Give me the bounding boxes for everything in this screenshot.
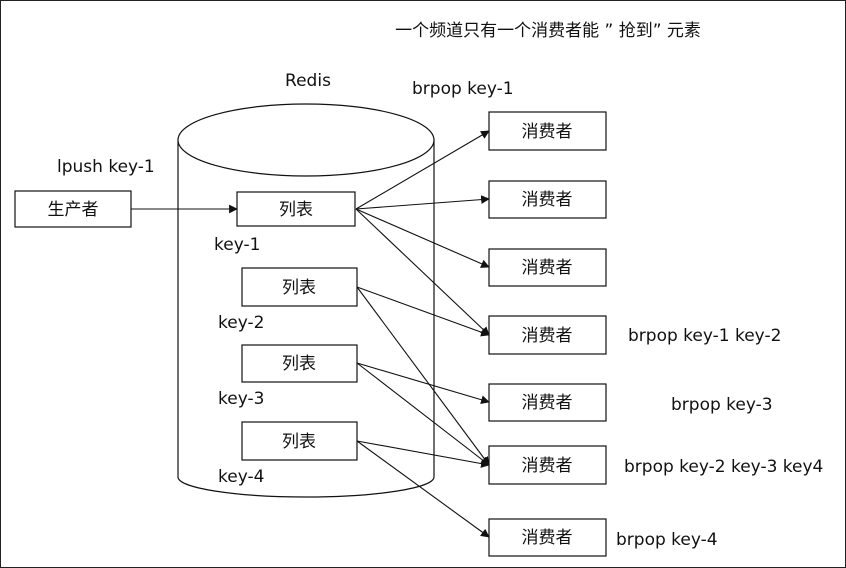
list-label: 列表 (279, 200, 313, 220)
redis-cylinder (177, 103, 435, 498)
edges (131, 130, 490, 538)
list-label: 列表 (282, 354, 316, 374)
consumer-box (488, 180, 607, 219)
consumer-node-2: 消费者 (488, 180, 607, 219)
consumer-label: 消费者 (522, 258, 573, 278)
edge-list-4-consumer-7 (356, 440, 490, 538)
consumer-label: 消费者 (522, 393, 573, 413)
consumer-box (488, 445, 607, 485)
consumer-label: 消费者 (522, 456, 573, 476)
consumer-node-5: 消费者 (488, 383, 607, 422)
list-box (236, 191, 356, 227)
consumer-box (488, 383, 607, 422)
consumer-box (488, 518, 607, 557)
edge-list-4-consumer-6 (356, 440, 490, 468)
consumer-node-7: 消费者 (488, 518, 607, 557)
producer-command: lpush key-1 (57, 157, 155, 177)
cylinder-top (177, 103, 435, 177)
consumer-command: brpop key-4 (616, 530, 718, 550)
producer-node: 生产者 (14, 190, 132, 228)
cylinder-body (177, 140, 435, 498)
list-label: 列表 (282, 432, 316, 452)
consumer-label: 消费者 (522, 528, 573, 548)
list-label: 列表 (282, 278, 316, 298)
list-key-label: key-1 (214, 235, 260, 255)
consumer-label: 消费者 (522, 190, 573, 210)
list-box (241, 267, 358, 307)
list-key-label: key-4 (218, 467, 264, 487)
consumer-node-1: 消费者 (488, 111, 607, 151)
edge-list-2-consumer-4 (356, 286, 490, 337)
edge-list-2-consumer-6 (356, 286, 490, 466)
consumer-node-6: 消费者 (488, 445, 607, 485)
producer-box (14, 190, 132, 228)
edge-list-1-consumer-2 (355, 195, 490, 210)
diagram-title: 一个频道只有一个消费者能 ” 抢到” 元素 (395, 21, 701, 41)
consumer-node-4: 消费者 (488, 315, 607, 355)
consumer-command: brpop key-1 key-2 (628, 326, 781, 346)
consumer-node-3: 消费者 (488, 248, 607, 287)
consumer-command: brpop key-2 key-3 key4 (624, 457, 823, 477)
consumer-box (488, 111, 607, 151)
list-node-3: 列表 (241, 344, 358, 383)
edge-list-1-consumer-1 (355, 130, 490, 210)
list-key-label: key-2 (218, 313, 264, 333)
list-key-label: key-3 (218, 389, 264, 409)
consumer-box (488, 248, 607, 287)
producer-label: 生产者 (48, 200, 99, 220)
list-node-1: 列表 (236, 191, 356, 227)
list-box (241, 344, 358, 383)
edge-list-1-consumer-3 (355, 208, 490, 268)
consumer-label: 消费者 (522, 122, 573, 142)
consumer-command: brpop key-1 (412, 79, 514, 99)
list-node-2: 列表 (241, 267, 358, 307)
edge-list-1-consumer-4 (355, 208, 490, 336)
list-box (241, 421, 358, 461)
list-node-4: 列表 (241, 421, 358, 461)
redis-label: Redis (285, 71, 331, 91)
edge-list-3-consumer-6 (356, 362, 490, 466)
consumer-command: brpop key-3 (671, 395, 773, 415)
edge-list-3-consumer-5 (356, 362, 490, 404)
consumer-label: 消费者 (522, 326, 573, 346)
